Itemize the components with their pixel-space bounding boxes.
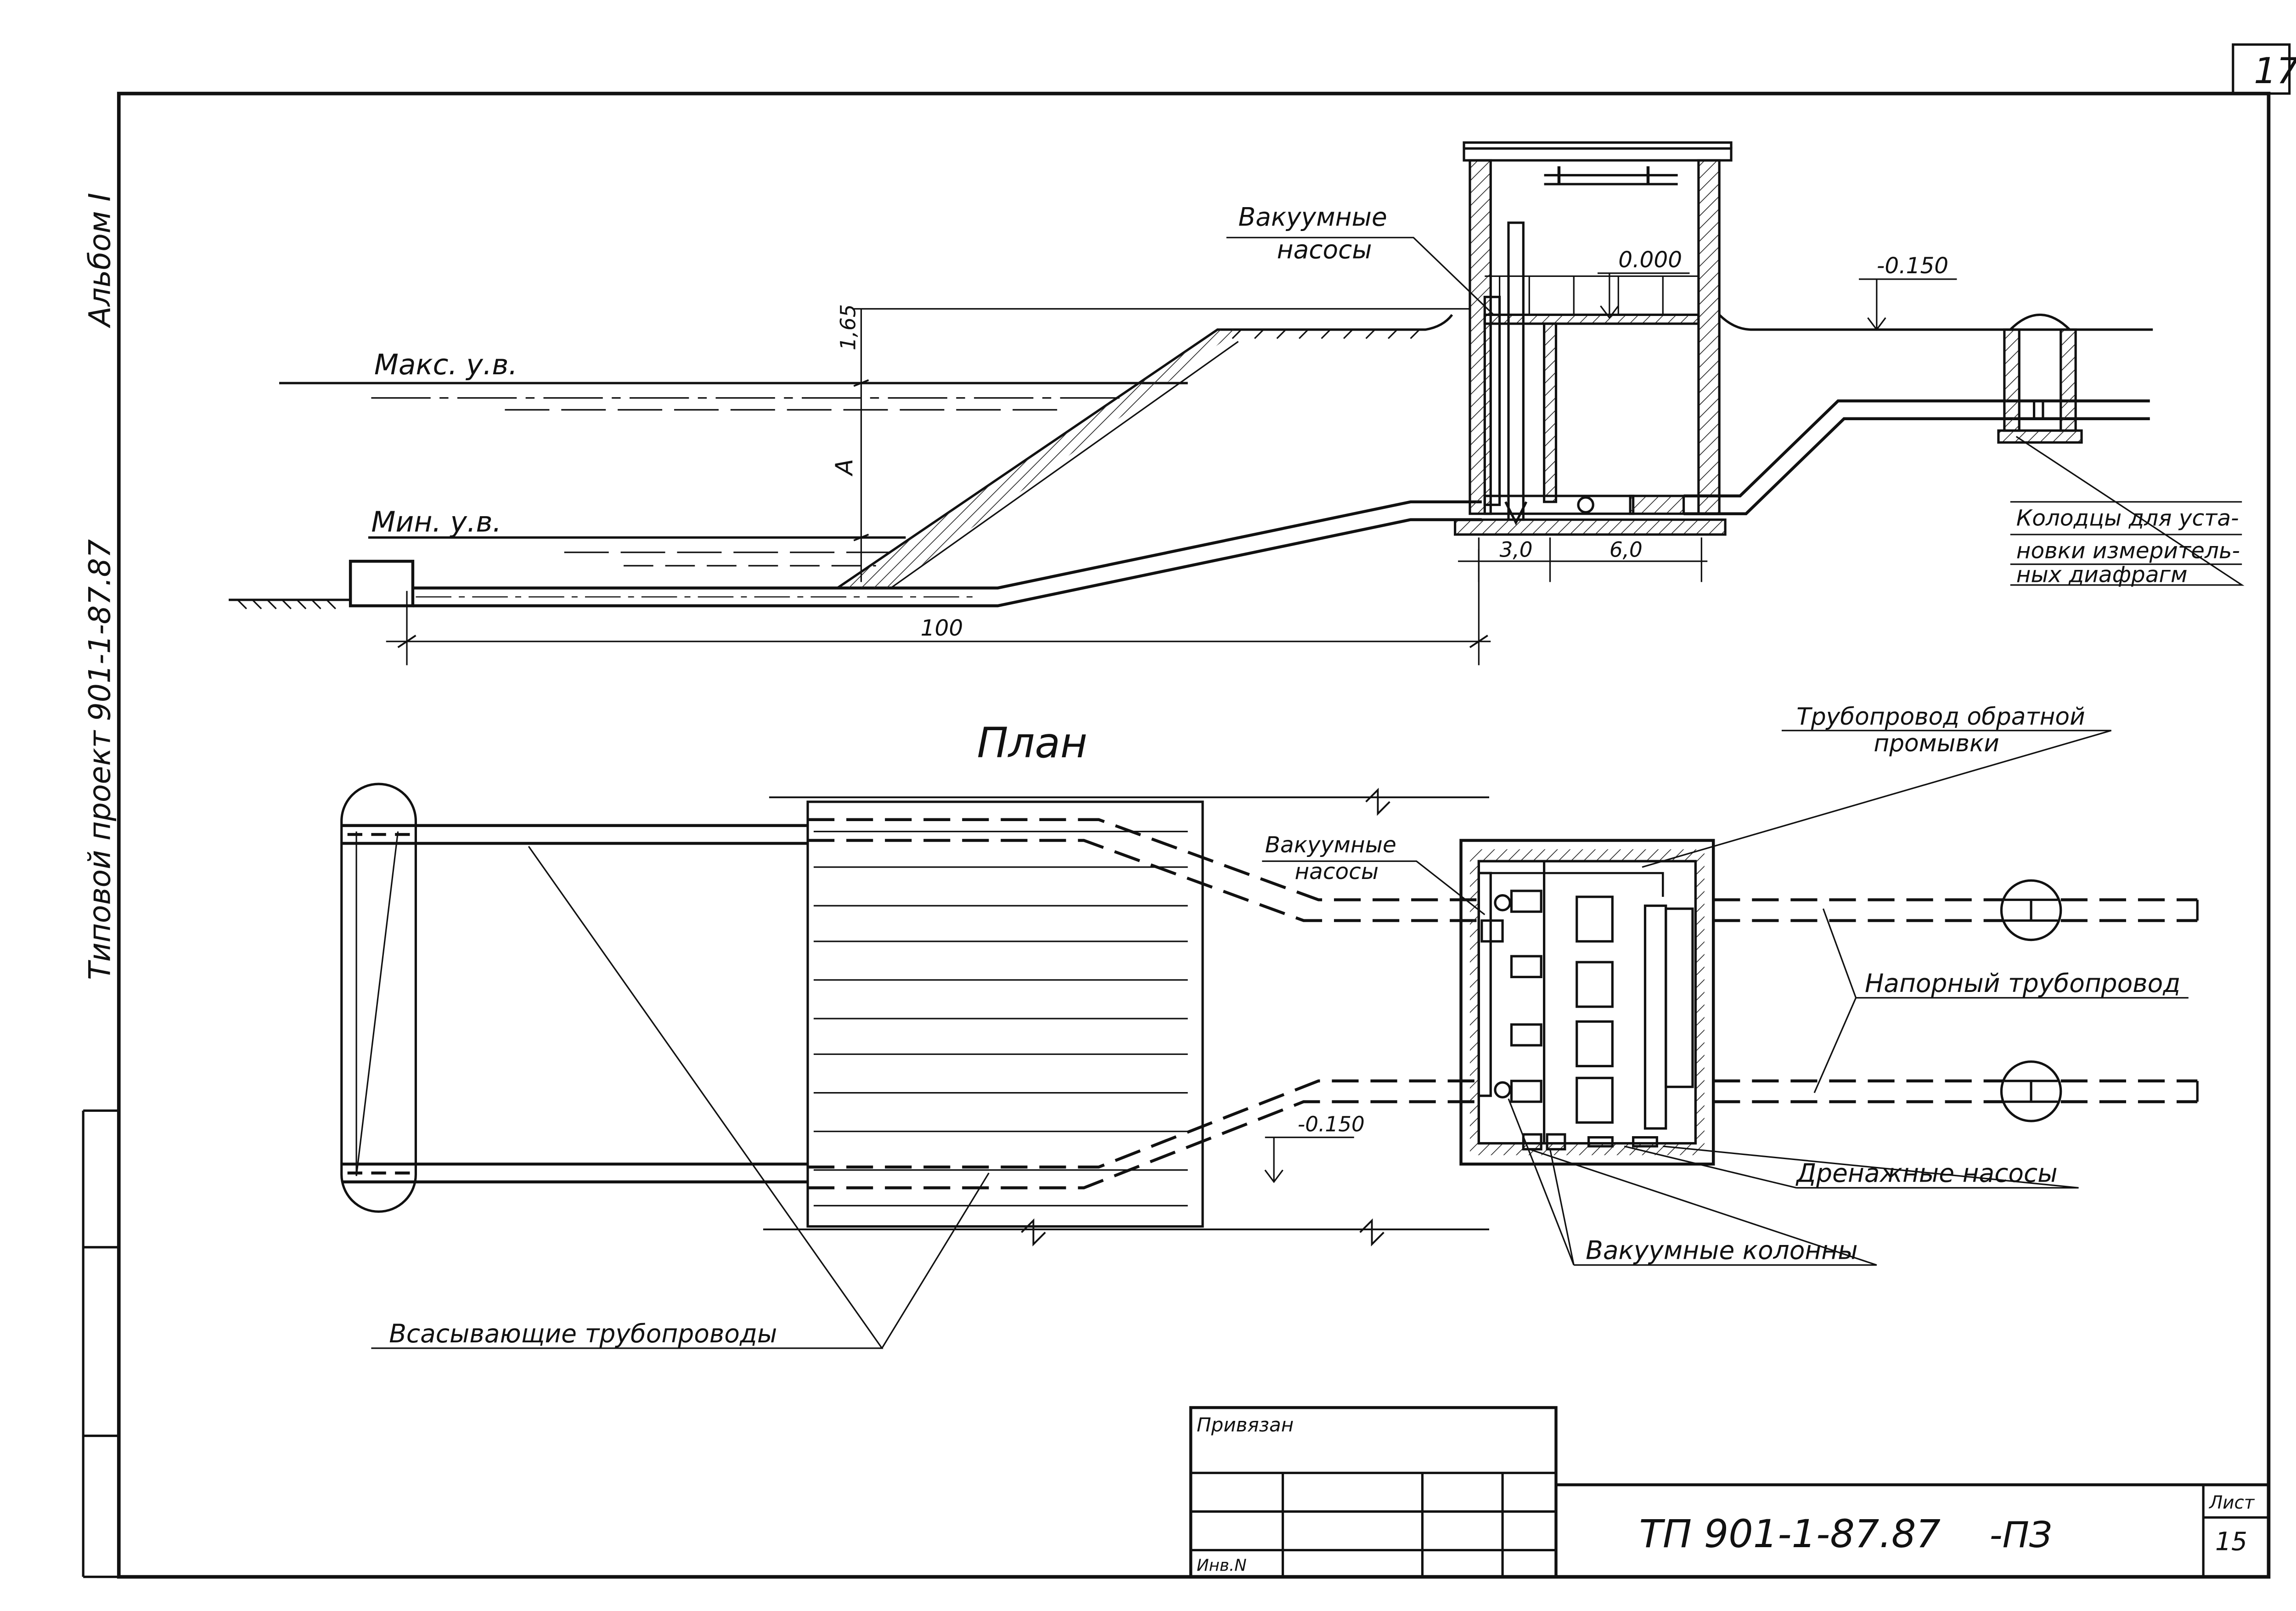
level-minus-label: -0.150: [1877, 253, 1948, 279]
section-vacuum-pumps-label-2: насосы: [1277, 235, 1372, 265]
well-note-line-3: ных диафрагм: [2016, 562, 2188, 587]
dim-a-label: А: [831, 459, 858, 476]
sheet-label: Лист: [2208, 1493, 2255, 1513]
privyazan-label: Привязан: [1197, 1414, 1294, 1436]
plan-vacuum-pumps-label-2: насосы: [1294, 859, 1379, 884]
max-water-level-label: Макс. у.в.: [374, 349, 518, 381]
pressure-pipe-label: Напорный трубопровод: [1865, 969, 2180, 998]
level-zero-label: 0.000: [1618, 247, 1682, 273]
inv-number-label: Инв.N: [1197, 1556, 1247, 1575]
min-water-level-label: Мин. у.в.: [371, 506, 501, 538]
plan-title: План: [977, 719, 1088, 767]
vacuum-columns-label: Вакуумные колонны: [1586, 1236, 1857, 1265]
drawing-code: ТП 901-1-87.87: [1639, 1511, 1941, 1556]
dim-3-label: 3,0: [1500, 537, 1533, 562]
sheet-frame: [117, 91, 2271, 1579]
suction-pipes-label: Всасывающие трубопроводы: [389, 1319, 777, 1348]
project-label: Типовой проект 901-1-87.87: [83, 539, 117, 980]
sheet-number-box: [2232, 43, 2291, 95]
sheet-value: 15: [2215, 1527, 2247, 1556]
backwash-pipe-label-2: промывки: [1874, 730, 1999, 757]
album-label: Альбом I: [83, 193, 117, 328]
well-note-line-2: новки измеритель-: [2016, 538, 2240, 564]
section-vacuum-pumps-label-1: Вакуумные: [1238, 202, 1387, 231]
drainage-pumps-label: Дренажные насосы: [1795, 1159, 2057, 1188]
plan-vacuum-pumps-label-1: Вакуумные: [1265, 832, 1396, 858]
sheet-number: 17: [2254, 51, 2296, 92]
dim-1-65-label: 1,65: [836, 304, 860, 350]
plan-level-minus-label: -0.150: [1298, 1112, 1365, 1137]
dim-6-label: 6,0: [1609, 537, 1643, 562]
well-note-line-1: Колодцы для уста-: [2016, 506, 2239, 531]
backwash-pipe-label-1: Трубопровод обратной: [1796, 703, 2085, 731]
document-code: -ПЗ: [1990, 1515, 2052, 1556]
dim-100-label: 100: [921, 615, 963, 641]
